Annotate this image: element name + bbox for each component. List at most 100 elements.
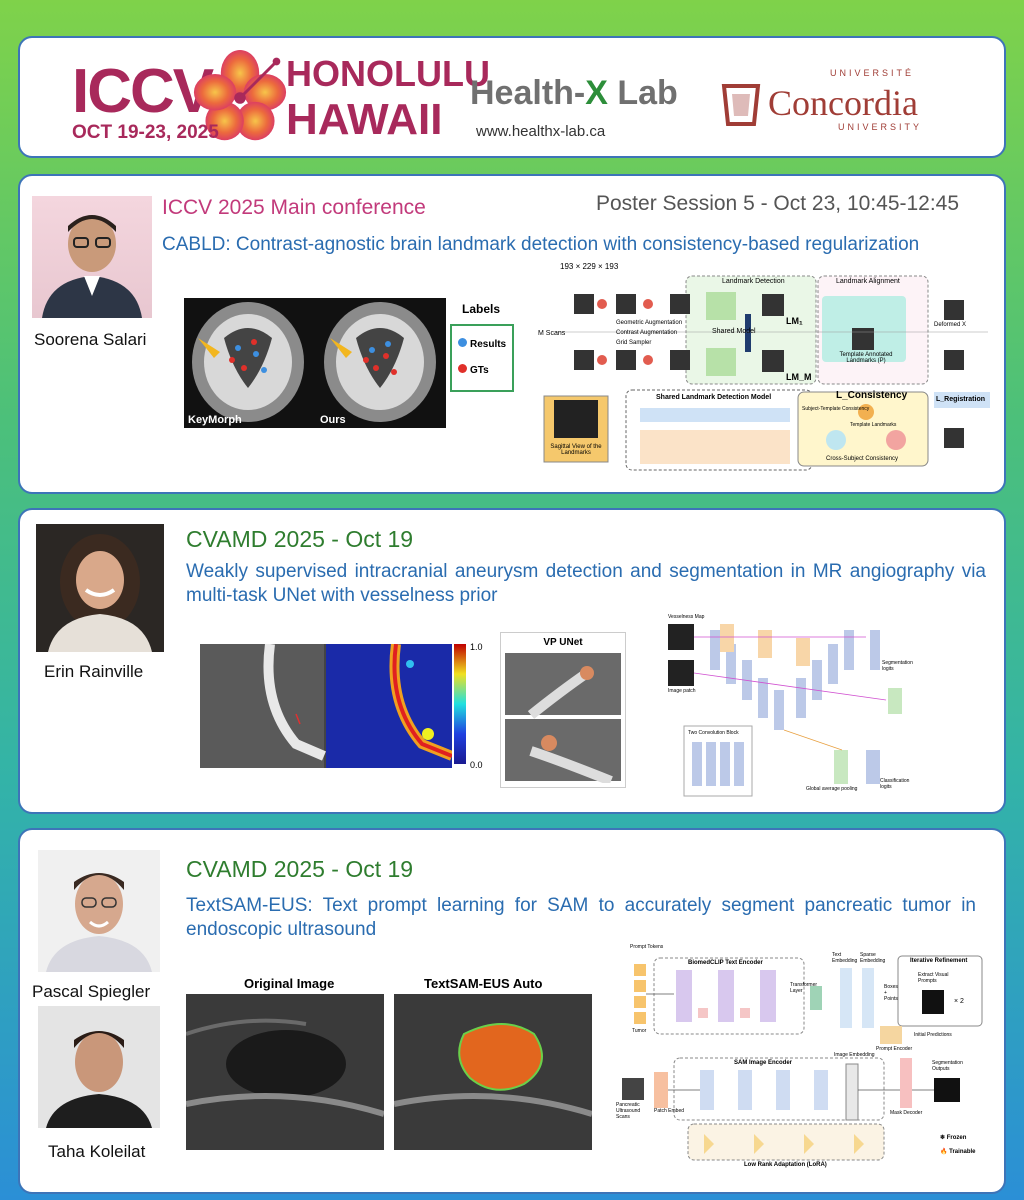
lab-name: Health-X Lab: [470, 74, 678, 112]
paper-title: CABLD: Contrast-agnostic brain landmark …: [162, 234, 920, 255]
legend-dot-blue: [458, 338, 467, 347]
honolulu-text: HONOLULU: [286, 53, 490, 94]
fig-label-textsam: TextSAM-EUS Auto: [424, 976, 543, 991]
arch-registration: L_Registration: [936, 396, 986, 403]
arch-prompt-encoder: Prompt Encoder: [876, 1046, 913, 1052]
venue-label: CVAMD 2025 - Oct 19: [186, 856, 414, 882]
presenter-name: Erin Rainville: [44, 662, 144, 681]
arch-times2: × 2: [954, 998, 964, 1005]
venue-label: ICCV 2025 Main conference: [162, 196, 426, 219]
hibiscus-icon: [193, 50, 287, 141]
arch-biomedclip: BiomedCLIP Text Encoder: [688, 960, 763, 966]
presenter-name-2: Taha Koleilat: [48, 1142, 146, 1161]
brain-landmark-figure: KeyMorph Ours: [184, 298, 446, 428]
arch-extract: Extract Visual Prompts: [918, 972, 949, 984]
legend-item-gts: GTs: [458, 364, 489, 376]
segmented-ultrasound-image: [393, 994, 593, 1150]
section-textsam: Pascal Spiegler Taha Koleilat CVAMD 2025…: [18, 828, 1006, 1194]
venue-label: CVAMD 2025 - Oct 19: [186, 526, 414, 552]
arch-eus: Pancreatic Ultrasound Scans: [616, 1102, 641, 1120]
arch-consistency: L_Consistency: [836, 390, 908, 401]
colorbar-min: 0.0: [470, 760, 483, 770]
textsam-architecture: Prompt Tokens Tumor BiomedCLIP Text Enco…: [614, 944, 986, 1176]
university-top-label: UNIVERSITÉ: [830, 68, 915, 78]
arch-seg-logits: Segmentation logits: [882, 660, 913, 672]
arch-lm1: LM₁: [786, 316, 803, 326]
arch-cls-logits: Classification logits: [880, 778, 910, 790]
fig-label-original: Original Image: [244, 976, 335, 991]
iccv-dates: OCT 19-23, 2025: [72, 122, 219, 143]
aneurysm-heatmap-figure: [200, 643, 454, 768]
presenter-photo: [38, 850, 160, 972]
concordia-crest-icon: [721, 84, 761, 126]
presenter-name: Soorena Salari: [34, 330, 147, 349]
cabld-architecture-figure: 193 × 229 × 193 M Scans Landmark Detecti…: [536, 262, 998, 472]
arch-template: Template Annotated Landmarks (P): [839, 352, 893, 364]
arch-cross: Cross-Subject Consistency: [826, 456, 899, 462]
iccv-logo-text: ICCV: [72, 57, 214, 126]
arch-sagittal: Sagittal View of the Landmarks: [550, 444, 602, 456]
presenter-photo: [36, 524, 164, 652]
arch-shared-ldm: Shared Landmark Detection Model: [656, 394, 772, 401]
snowflake-icon: ❄: [940, 1135, 947, 1141]
arch-dims: 193 × 229 × 193: [560, 262, 619, 271]
arch-con-aug: Contrast Augmentation: [616, 330, 678, 336]
multitask-unet-architecture: Vesselness Map Image patch Two Convoluti…: [666, 614, 913, 798]
arch-landmark-detection: Landmark Detection: [722, 278, 785, 285]
arch-lmm: LM_M: [786, 372, 812, 382]
paper-title: Weakly supervised intracranial aneurysm …: [186, 561, 986, 606]
arch-shared-model: Shared Model: [712, 328, 756, 335]
paper-title: TextSAM-EUS: Text prompt learning for SA…: [186, 895, 976, 940]
arch-image-patch: Image patch: [668, 688, 696, 694]
arch-boxes: Boxes + Points: [884, 984, 898, 1002]
arch-geo-aug: Geometric Augmentation: [616, 320, 683, 326]
arch-subj-tmpl: Subject-Template Consistency: [802, 406, 870, 412]
arch-prompt-tokens: Prompt Tokens: [630, 944, 664, 950]
arch-gap: Global average pooling: [806, 786, 858, 792]
panel-label-keymorph: KeyMorph: [188, 414, 242, 426]
vp-unet-figure: VP UNet: [500, 632, 626, 788]
legend-frozen: ❄ Frozen: [940, 1135, 967, 1141]
arch-m-scans: M Scans: [538, 330, 566, 337]
arch-tmpl-lm: Template Landmarks: [850, 422, 897, 428]
legend-item-results: Results: [458, 338, 506, 350]
arch-lora: Low Rank Adaptation (LoRA): [744, 1162, 827, 1168]
header-banner: ICCV OCT 19-23, 2025 HONOLULU HAWAII Hea…: [18, 36, 1006, 158]
flame-icon: 🔥: [940, 1149, 950, 1155]
original-ultrasound-image: [185, 994, 385, 1150]
arch-iterative: Iterative Refinement: [910, 958, 968, 964]
legend-trainable: 🔥 Trainable: [940, 1149, 976, 1155]
arch-deformed: Deformed X: [934, 322, 967, 328]
arch-transformer: Transformer Layer: [790, 982, 818, 994]
arch-patch-embed: Patch Embed: [654, 1108, 685, 1114]
university-bottom-label: UNIVERSITY: [838, 122, 923, 132]
university-name: Concordia: [768, 83, 918, 123]
panel-label-ours: Ours: [320, 414, 346, 426]
arch-initial: Initial Predictions: [914, 1032, 952, 1038]
arch-image-emb: Image Embedding: [834, 1052, 875, 1058]
vp-unet-label: VP UNet: [543, 637, 583, 648]
arch-landmark-alignment: Landmark Alignment: [836, 278, 900, 285]
lab-url[interactable]: www.healthx-lab.ca: [476, 123, 606, 140]
legend-title: Labels: [462, 302, 501, 316]
arch-sparse-emb: Sparse Embedding: [860, 952, 886, 964]
arch-text-emb: Text Embedding: [832, 952, 858, 964]
section-cabld: Soorena Salari ICCV 2025 Main conference…: [18, 174, 1006, 494]
presenter-photo-2: [38, 1006, 160, 1128]
arch-two-conv-block: Two Convolution Block: [688, 730, 739, 736]
arch-vesselness-map: Vesselness Map: [668, 614, 705, 620]
arch-tumor: Tumor: [632, 1028, 647, 1034]
labels-legend: Labels Results GTs: [450, 302, 514, 392]
section-aneurysm: Erin Rainville CVAMD 2025 - Oct 19 Weakl…: [18, 508, 1006, 814]
arch-mask-decoder: Mask Decoder: [890, 1110, 923, 1116]
legend-dot-red: [458, 364, 467, 373]
arch-sam-image: SAM Image Encoder: [734, 1060, 793, 1066]
colorbar: [454, 644, 466, 764]
arch-seg-outputs: Segmentation Outputs: [932, 1060, 963, 1072]
hawaii-text: HAWAII: [286, 95, 443, 144]
arch-grid: Grid Sampler: [616, 340, 652, 346]
presenter-name-1: Pascal Spiegler: [32, 982, 151, 1001]
colorbar-max: 1.0: [470, 642, 483, 652]
poster-session-label: Poster Session 5 - Oct 23, 10:45-12:45: [596, 192, 960, 215]
presenter-photo: [32, 196, 152, 318]
